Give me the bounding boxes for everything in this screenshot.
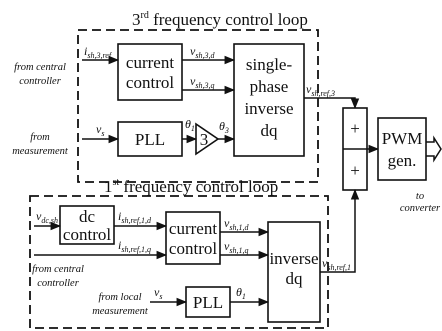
loop3-src-central-2: controller: [19, 76, 62, 87]
loop3-sig-vsd: vsh,3,d: [190, 44, 215, 60]
loop3-sig-vs: vs: [96, 122, 104, 138]
loop3-sig-iref: ish,3,ref: [84, 44, 113, 60]
pwm-dest-1: to: [416, 191, 424, 202]
sum-plus-top: +: [350, 119, 360, 138]
loop1-dc-control-block: [59, 205, 115, 245]
loop3-src-central-1: from central: [14, 62, 66, 73]
loop1-src-local-2: measurement: [92, 306, 149, 317]
loop3-pll-label: PLL: [135, 130, 165, 149]
loop3-inverse-label-2: phase: [250, 77, 289, 96]
loop3-gain-label: 3: [200, 130, 209, 149]
loop3-output-wire: [304, 97, 360, 110]
loop1-title: 1st frequency control loop: [104, 177, 278, 196]
loop3-inverse-label-4: dq: [261, 121, 279, 140]
loop3-src-meas-2: measurement: [12, 146, 69, 157]
loop1-current-control-label-1: current: [169, 219, 217, 238]
loop3-inverse-label-1: single-: [246, 55, 293, 74]
loop1-pll-label: PLL: [193, 293, 223, 312]
loop1-src-central-1: from central: [32, 264, 84, 275]
loop3-title: 3rd frequency control loop: [132, 10, 308, 29]
loop3-current-control-label-1: current: [126, 53, 174, 72]
loop3-sig-theta1: θ1: [185, 117, 195, 133]
loop3-sig-vsq: vsh,3,q: [190, 74, 214, 90]
loop3-current-control-block: [117, 43, 183, 101]
loop1-src-central-2: controller: [37, 278, 80, 289]
loop1-inverse-dq-block: [267, 221, 321, 323]
loop3-sig-theta3: θ3: [219, 119, 229, 135]
loop1-sig-iqref: ish,ref,1,q: [118, 238, 151, 254]
loop1-pll-block: [185, 286, 231, 318]
loop1-dc-control-label-1: dc: [79, 207, 96, 226]
loop1-sig-theta1: θ1: [236, 285, 246, 301]
pwm-generator-block: [377, 117, 427, 181]
pwm-output-hollow-arrow: [426, 135, 442, 163]
loop1-src-local-1: from local: [98, 292, 141, 303]
pwm-label-2: gen.: [388, 151, 417, 170]
loop1-current-control-label-2: control: [169, 239, 217, 258]
loop1-sig-out: vsh,ref,1: [322, 256, 351, 272]
loop1-sig-vdc: vdc,sh: [36, 209, 58, 225]
loop1-sig-idref: ish,ref,1,d: [118, 209, 152, 225]
loop1-output-wire: [320, 188, 360, 273]
loop3-dashed-boundary: [77, 29, 319, 183]
loop1-current-control-block: [165, 211, 221, 265]
pwm-dest-2: converter: [400, 203, 441, 214]
loop3-inverse-label-3: inverse: [244, 99, 293, 118]
loop1-dc-control-label-2: control: [63, 225, 111, 244]
loop3-current-control-label-2: control: [126, 73, 174, 92]
loop1-sig-vsq: vsh,1,q: [224, 239, 248, 255]
loop3-src-meas-1: from: [30, 132, 50, 143]
loop3-inverse-dq-block: [233, 43, 305, 157]
loop1-dashed-boundary: [29, 195, 329, 329]
loop1-sig-vsd: vsh,1,d: [224, 216, 249, 232]
pwm-label-1: PWM: [382, 129, 423, 148]
loop1-sig-vs: vs: [154, 285, 162, 301]
loop1-inverse-label-1: inverse: [269, 249, 318, 268]
loop3-sig-out: vsh,ref,3: [306, 82, 335, 98]
sum-plus-bottom: +: [350, 161, 360, 180]
loop1-inverse-label-2: dq: [286, 269, 304, 288]
